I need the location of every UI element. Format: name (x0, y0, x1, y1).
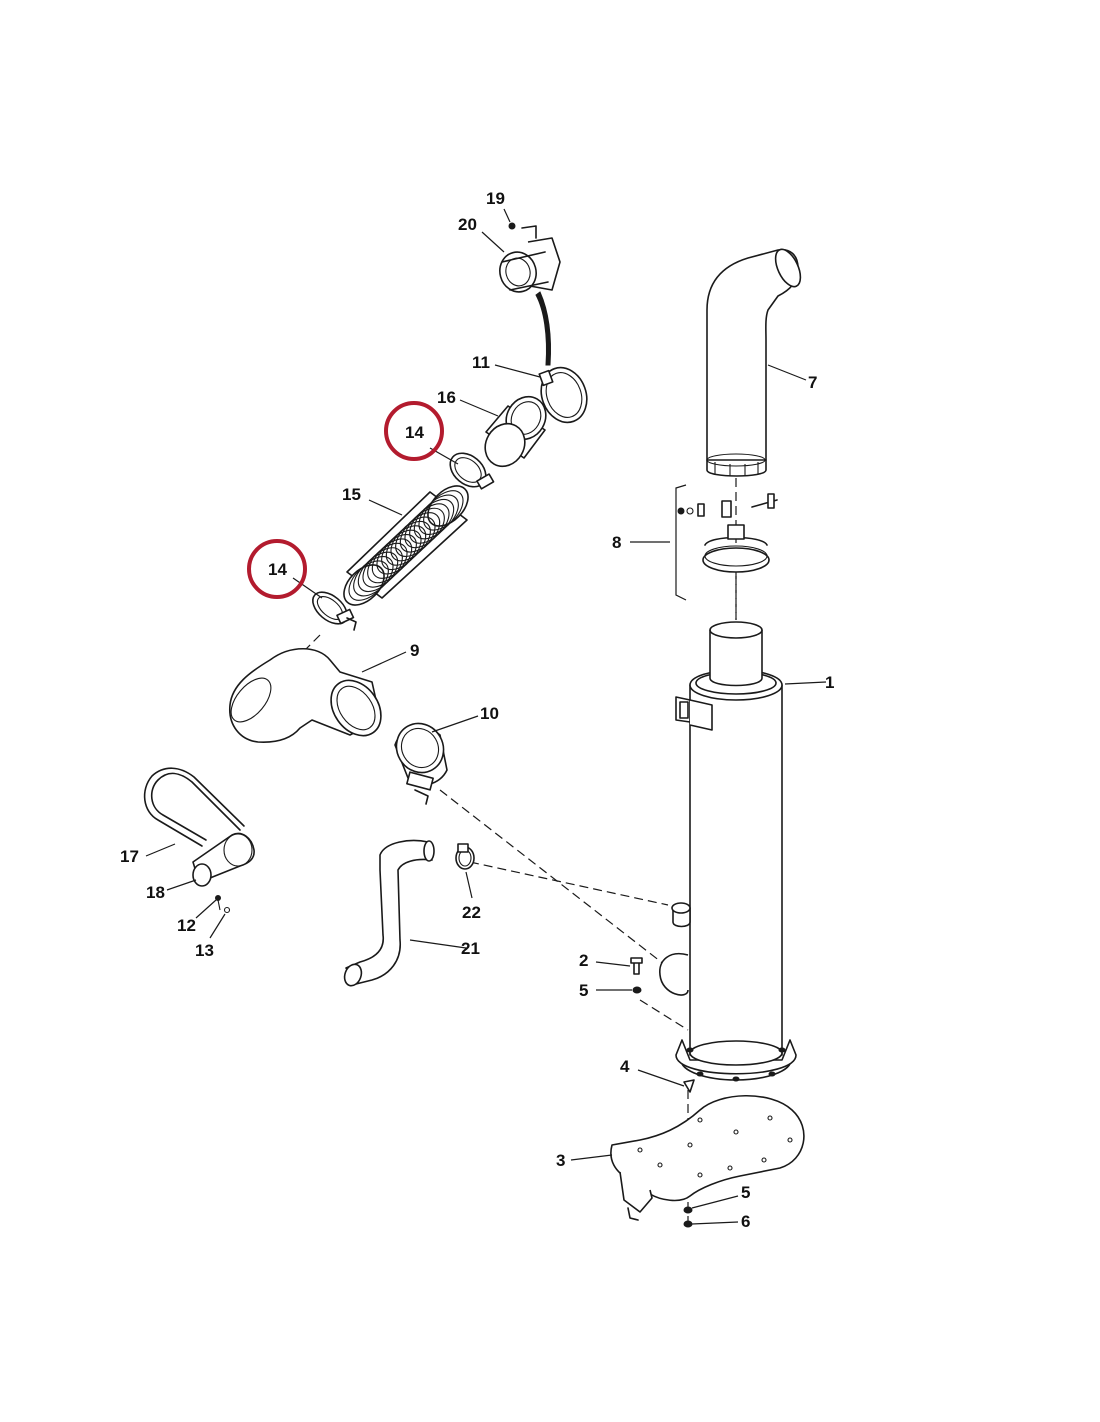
callout-13: 13 (195, 941, 214, 960)
callout-5b: 5 (741, 1183, 750, 1202)
callout-9: 9 (410, 641, 419, 660)
callout-15: 15 (342, 485, 361, 504)
callout-11: 11 (472, 353, 490, 372)
callout-6: 6 (741, 1212, 750, 1231)
callout-5a: 5 (579, 981, 588, 1000)
callout-20: 20 (458, 215, 477, 234)
part-22-small-clamp (455, 843, 475, 870)
callout-21: 21 (461, 939, 480, 958)
callout-4: 4 (620, 1057, 630, 1076)
callout-8: 8 (612, 533, 621, 552)
callout-17: 17 (120, 847, 139, 866)
part-14-clamp-lower (312, 591, 357, 631)
part-18-bracket (192, 832, 255, 914)
callout-14-lower: 14 (268, 560, 287, 579)
part-20-flange-adapter (499, 222, 561, 366)
part-9-elbow (229, 648, 382, 743)
leader-lines (145, 208, 827, 1225)
callout-14-upper: 14 (405, 423, 424, 442)
highlight-circles (247, 401, 444, 599)
callout-19: 19 (486, 189, 505, 208)
callout-labels: 1 2 3 4 5 5 6 7 8 9 10 11 12 13 14 14 15… (120, 189, 834, 1231)
callout-18: 18 (146, 883, 165, 902)
hose-corrugations (348, 490, 464, 601)
hose-rib (423, 490, 464, 531)
part-16-adapter-sleeve (484, 395, 547, 468)
part-1-muffler (659, 621, 797, 1082)
callout-3: 3 (556, 1151, 565, 1170)
part-17-u-bolt (143, 767, 245, 847)
part-8-clamp-kit (675, 484, 778, 601)
part-14-clamp-upper (449, 452, 495, 490)
part-7-stack-elbow (706, 248, 802, 477)
highlight-circle-14-upper (384, 401, 444, 461)
callout-7: 7 (808, 373, 817, 392)
part-10-clamp (394, 722, 448, 805)
callout-12: 12 (177, 916, 196, 935)
part-3-mounting-plate (610, 1095, 805, 1221)
part-15-flex-hose (343, 485, 469, 606)
callout-1: 1 (825, 673, 834, 692)
highlight-circle-14-lower (247, 539, 307, 599)
part-11-clamp (538, 366, 588, 424)
hardware-fasteners (630, 957, 695, 1228)
callout-16: 16 (437, 388, 456, 407)
part-21-tail-pipe (343, 839, 435, 987)
callout-10: 10 (480, 704, 499, 723)
callout-2: 2 (579, 951, 588, 970)
callout-22: 22 (462, 903, 481, 922)
